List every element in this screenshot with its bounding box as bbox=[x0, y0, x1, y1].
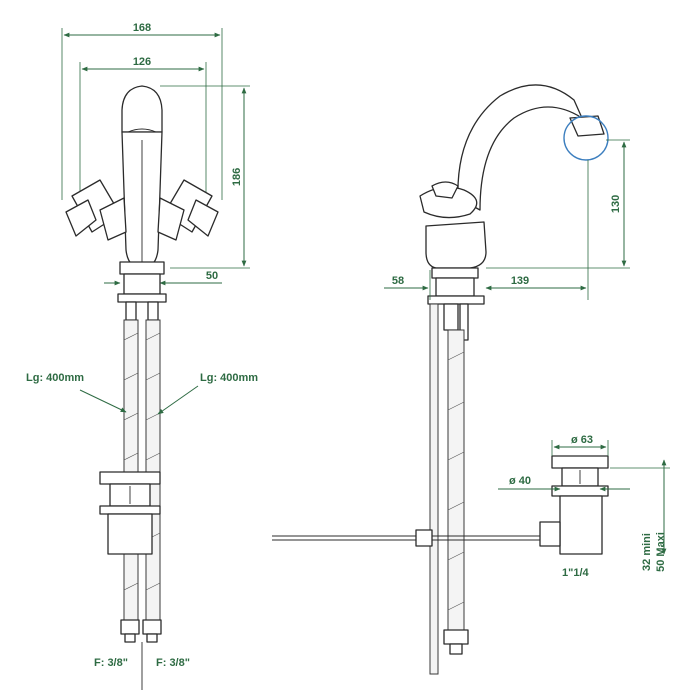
hose-label-right: Lg: 400mm bbox=[157, 372, 258, 415]
waste-thread-label: 1"1/4 bbox=[562, 567, 590, 579]
thread-left-label: F: 3/8" bbox=[94, 657, 128, 669]
dimension-spout-reach: 139 bbox=[485, 160, 589, 300]
dimension-diameter-inner: ø 40 bbox=[498, 475, 630, 492]
waste-front bbox=[99, 471, 161, 555]
diameter-inner-label: ø 40 bbox=[509, 475, 531, 487]
dimension-spout-height: 130 bbox=[486, 139, 630, 269]
hoses-side bbox=[429, 303, 469, 675]
thickness-min-label: 32 mini bbox=[641, 533, 653, 571]
svg-text:Lg: 400mm: Lg: 400mm bbox=[200, 372, 258, 384]
popup-rod bbox=[272, 529, 548, 547]
dimension-width-overall: 168 bbox=[61, 22, 223, 200]
width-spout-label: 126 bbox=[133, 56, 151, 68]
spout-outlet-highlight bbox=[563, 115, 609, 161]
hose-label-left: Lg: 400mm bbox=[26, 372, 127, 413]
spout-height-label: 130 bbox=[610, 195, 622, 213]
rear-offset-label: 58 bbox=[392, 275, 404, 287]
faucet-side bbox=[419, 84, 605, 341]
svg-text:Lg: 400mm: Lg: 400mm bbox=[26, 372, 84, 384]
thickness-max-label: 50 Maxi bbox=[655, 532, 667, 572]
waste-detail bbox=[539, 455, 609, 555]
side-view: 130 58 139 ø 63 bbox=[272, 84, 670, 675]
spout-reach-label: 139 bbox=[511, 275, 529, 287]
dimension-height: 186 bbox=[160, 85, 250, 269]
thread-right-label: F: 3/8" bbox=[156, 657, 190, 669]
diameter-top-label: ø 63 bbox=[571, 434, 593, 446]
width-overall-label: 168 bbox=[133, 22, 151, 34]
height-label: 186 bbox=[231, 168, 243, 186]
base-offset-label: 50 bbox=[206, 270, 218, 282]
dimension-base-offset: 50 bbox=[104, 270, 222, 286]
dimension-thickness: 32 mini 50 Maxi bbox=[610, 459, 670, 572]
front-view: 168 126 186 50 bbox=[26, 22, 258, 690]
dimension-width-spout: 126 bbox=[79, 56, 207, 200]
faucet-front bbox=[65, 85, 219, 321]
dimension-diameter-top: ø 63 bbox=[551, 434, 609, 456]
dimension-rear-offset: 58 bbox=[384, 270, 431, 300]
